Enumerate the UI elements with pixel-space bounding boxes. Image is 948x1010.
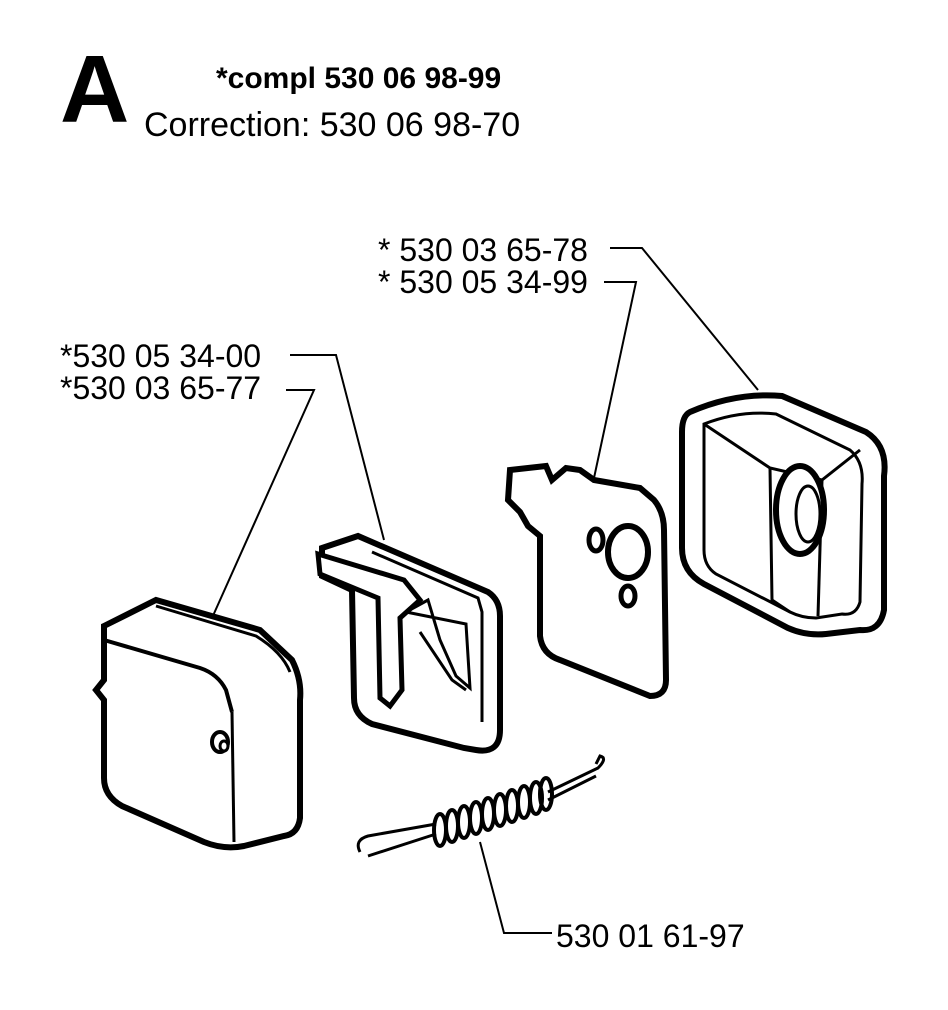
filter-plate-part	[315, 532, 503, 754]
correction-note: Correction: 530 06 98-70	[144, 106, 521, 144]
leader-line-housing-1	[610, 247, 759, 391]
filter-cover-part	[92, 596, 304, 851]
gasket-plate-part	[504, 462, 670, 700]
section-letter: A	[60, 36, 130, 143]
open-housing-part	[679, 392, 888, 638]
part-label-cover-2: *530 03 65-77	[60, 370, 262, 406]
part-label-spring: 530 01 61-97	[556, 918, 745, 954]
leader-line-cover-1	[290, 354, 385, 541]
leader-line-housing-2	[593, 281, 638, 479]
part-label-housing-1: * 530 03 65-78	[378, 232, 588, 268]
leader-line-spring	[479, 841, 552, 934]
part-label-cover-1: *530 05 34-00	[60, 338, 262, 374]
tension-spring-part	[356, 754, 605, 858]
compl-part-number: *compl 530 06 98-99	[216, 62, 502, 95]
leader-line-cover-2	[211, 389, 316, 619]
part-label-housing-2: * 530 05 34-99	[378, 264, 588, 300]
